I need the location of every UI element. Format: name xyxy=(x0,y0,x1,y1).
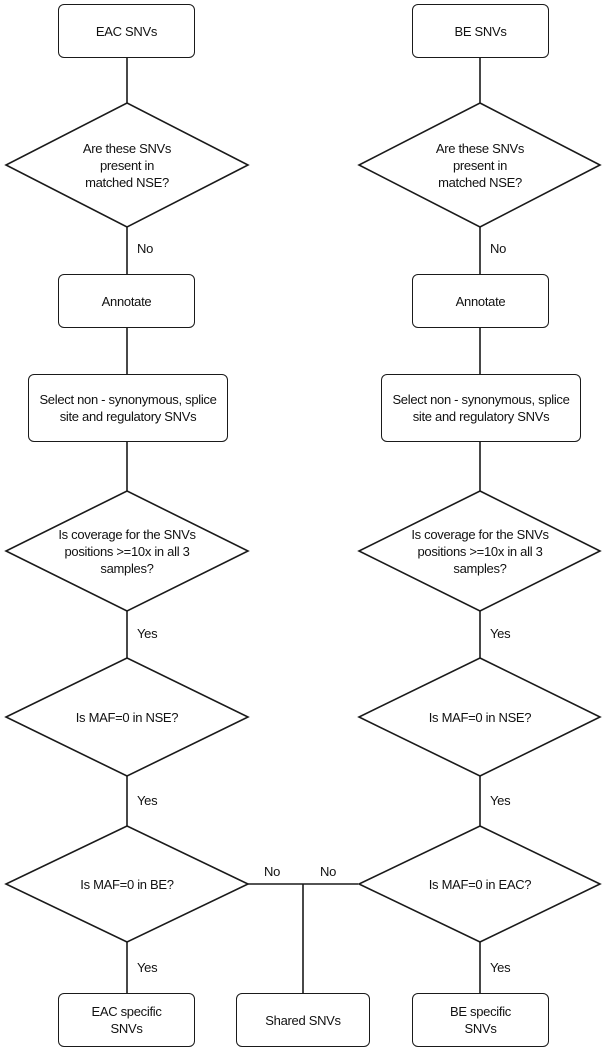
right-present-question: Are these SNVs present in matched NSE? xyxy=(405,134,555,196)
left-result-box: EAC specific SNVs xyxy=(58,993,195,1047)
left-yes-label-2: Yes xyxy=(137,793,158,808)
left-yes-label-1: Yes xyxy=(137,626,158,641)
right-yes-label-2: Yes xyxy=(490,793,511,808)
right-no-label-shared: No xyxy=(320,864,337,879)
right-start-label: BE SNVs xyxy=(454,23,507,39)
left-coverage-question: Is coverage for the SNVs positions >=10x… xyxy=(37,521,217,581)
diamond-right-present xyxy=(357,102,602,228)
diamond-right-maf-eac xyxy=(357,825,602,943)
left-no-label-shared: No xyxy=(264,864,281,879)
left-maf-be-text: Is MAF=0 in BE? xyxy=(80,876,174,892)
left-maf-nse-question: Is MAF=0 in NSE? xyxy=(37,707,217,727)
right-select-box: Select non - synonymous, splice site and… xyxy=(381,374,581,442)
diamond-left-present xyxy=(4,102,250,228)
left-coverage-text: Is coverage for the SNVs positions >=10x… xyxy=(58,526,196,576)
left-start-label: EAC SNVs xyxy=(95,23,158,39)
right-maf-nse-text: Is MAF=0 in NSE? xyxy=(428,709,532,725)
left-present-question: Are these SNVs present in matched NSE? xyxy=(52,134,202,196)
diamond-left-coverage xyxy=(4,490,250,612)
left-maf-be-question: Is MAF=0 in BE? xyxy=(37,874,217,894)
diamond-right-maf-nse xyxy=(357,657,602,777)
right-coverage-text: Is coverage for the SNVs positions >=10x… xyxy=(411,526,549,576)
diamond-right-coverage xyxy=(357,490,602,612)
diamond-left-maf-nse xyxy=(4,657,250,777)
left-no-label-1: No xyxy=(137,241,154,256)
left-maf-nse-text: Is MAF=0 in NSE? xyxy=(75,709,179,725)
right-no-label-1: No xyxy=(490,241,507,256)
left-annotate-label: Annotate xyxy=(101,293,152,309)
shared-box: Shared SNVs xyxy=(236,993,370,1047)
left-yes-label-3: Yes xyxy=(137,960,158,975)
right-annotate-box: Annotate xyxy=(412,274,549,328)
right-select-label: Select non - synonymous, splice site and… xyxy=(392,392,570,424)
left-select-box: Select non - synonymous, splice site and… xyxy=(28,374,228,442)
left-annotate-box: Annotate xyxy=(58,274,195,328)
left-result-label: EAC specific SNVs xyxy=(91,1004,162,1036)
right-maf-eac-question: Is MAF=0 in EAC? xyxy=(390,874,570,894)
left-start-box: EAC SNVs xyxy=(58,4,195,58)
diamond-left-maf-be xyxy=(4,825,250,943)
shared-label: Shared SNVs xyxy=(265,1012,341,1028)
right-coverage-question: Is coverage for the SNVs positions >=10x… xyxy=(390,521,570,581)
right-yes-label-3: Yes xyxy=(490,960,511,975)
right-result-box: BE specific SNVs xyxy=(412,993,549,1047)
right-annotate-label: Annotate xyxy=(455,293,506,309)
left-present-text: Are these SNVs present in matched NSE? xyxy=(82,140,172,190)
right-result-label: BE specific SNVs xyxy=(449,1004,511,1036)
right-maf-eac-text: Is MAF=0 in EAC? xyxy=(428,876,532,892)
right-maf-nse-question: Is MAF=0 in NSE? xyxy=(390,707,570,727)
left-select-label: Select non - synonymous, splice site and… xyxy=(39,392,217,424)
right-yes-label-1: Yes xyxy=(490,626,511,641)
right-start-box: BE SNVs xyxy=(412,4,549,58)
right-present-text: Are these SNVs present in matched NSE? xyxy=(435,140,525,190)
